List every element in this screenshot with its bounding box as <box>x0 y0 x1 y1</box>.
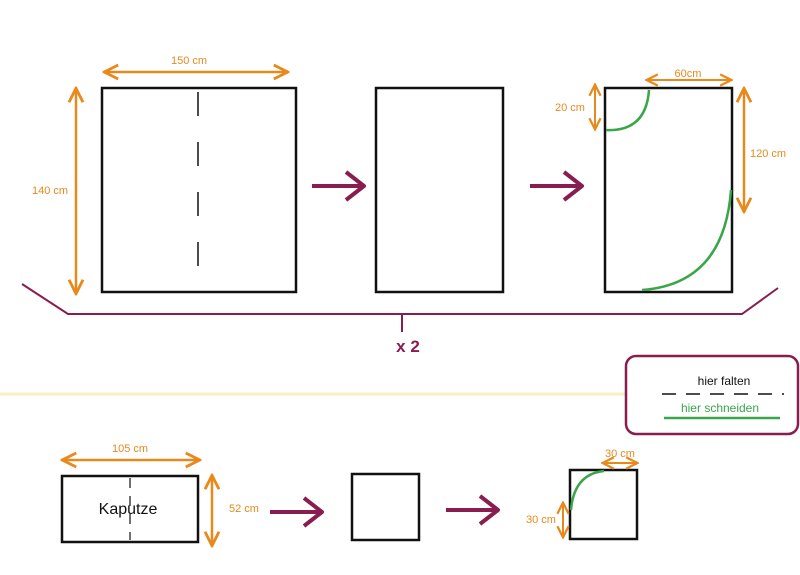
fabric-panel-2 <box>374 86 505 294</box>
arrow-head <box>302 496 324 528</box>
neck-cut-curve <box>605 89 651 132</box>
hood-label: Kaputze <box>99 501 158 518</box>
hood-cut-panel <box>568 468 639 541</box>
hood-cut-top-dimension: 30 cm <box>604 448 636 463</box>
hood-outline <box>60 474 200 544</box>
hood-cut-side-dimension: 30 cm <box>526 504 563 536</box>
hood-height-dimension: 52 cm <box>212 477 259 544</box>
legend: hier falten hier schneiden <box>624 354 800 436</box>
hood-cut-curve <box>569 469 605 511</box>
panel-3-side-dimension: 120 cm <box>744 90 786 210</box>
bracket-line <box>21 283 779 315</box>
hood-width-label: 105 cm <box>112 443 148 455</box>
cut-legend-label: hier schneiden <box>681 401 759 415</box>
hood-height-label: 52 cm <box>229 503 259 515</box>
width-label: 150 cm <box>171 55 207 67</box>
legend-box <box>624 354 800 436</box>
hood-cut-side-label: 30 cm <box>526 514 556 526</box>
panel-1-outline <box>100 86 298 294</box>
arrow-head <box>562 170 584 202</box>
arrow-head <box>344 170 366 202</box>
fold-legend-label: hier falten <box>698 374 751 388</box>
hood-folded-panel <box>350 472 421 542</box>
sleeve-cut-curve <box>641 189 733 292</box>
fabric-panel-1 <box>100 86 298 294</box>
panel-3-outline <box>603 86 734 294</box>
panel-3-corner-dimension: 20 cm <box>555 86 595 128</box>
step-arrow-3 <box>270 496 324 528</box>
fabric-panel-3 <box>603 86 734 294</box>
hood-panel: Kaputze <box>60 474 200 544</box>
panel-1-width-dimension: 150 cm <box>106 55 286 72</box>
step-arrow-4 <box>446 494 500 526</box>
step-arrow-1 <box>312 170 366 202</box>
corner-label: 20 cm <box>555 102 585 114</box>
hood-cut-top-label: 30 cm <box>605 448 635 460</box>
top-label: 60cm <box>675 68 702 80</box>
hood-width-dimension: 105 cm <box>64 443 198 460</box>
repeat-label: x 2 <box>396 337 420 356</box>
panel-1-height-dimension: 140 cm <box>32 90 76 292</box>
repeat-bracket: x 2 <box>21 283 779 356</box>
panel-3-top-dimension: 60cm <box>648 68 730 80</box>
hood-cut-outline <box>568 468 639 541</box>
step-arrow-2 <box>530 170 584 202</box>
height-label: 140 cm <box>32 185 68 197</box>
arrow-head <box>478 494 500 526</box>
side-label: 120 cm <box>750 148 786 160</box>
